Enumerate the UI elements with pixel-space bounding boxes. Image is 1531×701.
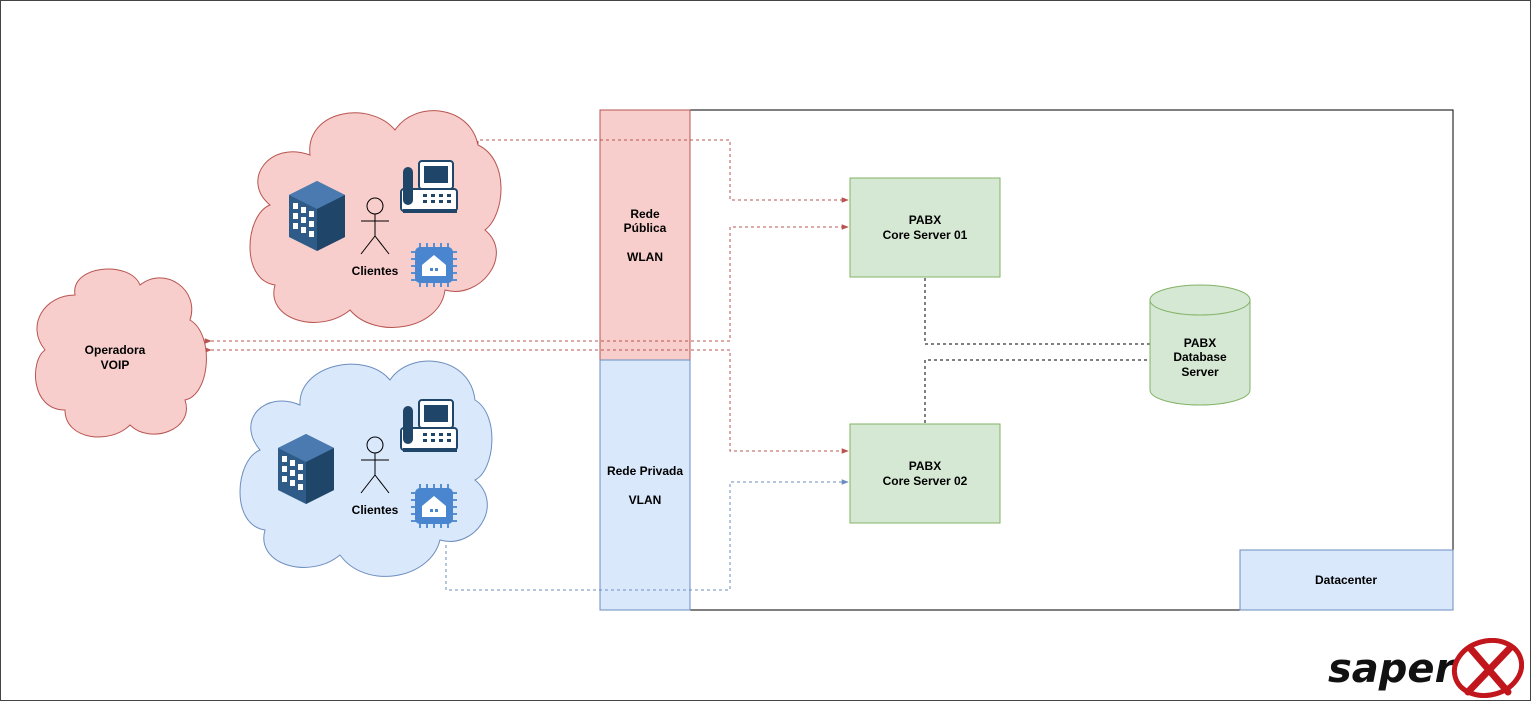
public-network: Rede Pública WLAN: [599, 109, 691, 361]
public-clients-label: Clientes: [352, 264, 399, 278]
connector-operator-core01: [204, 224, 849, 344]
datacenter-boundary: [689, 109, 1454, 611]
saper-logo: saper: [1328, 638, 1524, 698]
desk-phone-icon: [400, 399, 458, 453]
database-server-line3: Server: [1181, 365, 1219, 379]
public-network-line1: Rede: [630, 207, 660, 221]
datacenter-label-box: Datacenter: [1239, 549, 1454, 611]
public-network-line3: WLAN: [627, 250, 663, 264]
smart-home-chip-icon: [410, 483, 458, 529]
operator-voip-cloud: Operadora VOIP: [35, 268, 207, 438]
logo-text: saper: [1328, 646, 1457, 692]
connector-core02-database: [924, 359, 1150, 423]
datacenter-label: Datacenter: [1315, 573, 1377, 587]
database-server-line2: Database: [1173, 350, 1227, 364]
office-building-icon: [278, 434, 334, 504]
core-server-02-line1: PABX: [909, 459, 941, 473]
core-server-01-line2: Core Server 01: [883, 228, 968, 242]
public-network-line2: Pública: [624, 221, 667, 235]
private-network-line1: Rede Privada: [607, 464, 683, 478]
operator-line1: Operadora: [85, 343, 146, 357]
database-server: PABX Database Server: [1149, 284, 1251, 406]
smart-home-chip-icon: [410, 242, 458, 288]
connector-operator-core02: [204, 347, 849, 454]
logo-x-mark-icon: [1451, 638, 1524, 698]
connector-private-clients-core02: [445, 479, 849, 591]
core-server-01: PABX Core Server 01: [849, 177, 1001, 278]
operator-line2: VOIP: [101, 358, 130, 372]
private-network: Rede Privada VLAN: [599, 359, 691, 611]
core-server-01-line1: PABX: [909, 213, 941, 227]
connector-core01-database: [924, 278, 1150, 345]
core-server-02: PABX Core Server 02: [849, 423, 1001, 524]
public-clients-cloud: Clientes: [249, 110, 502, 328]
office-building-icon: [289, 181, 345, 251]
core-server-02-line2: Core Server 02: [883, 474, 968, 488]
database-server-line1: PABX: [1184, 336, 1216, 350]
private-clients-label: Clientes: [352, 503, 399, 517]
private-network-line2: VLAN: [629, 493, 662, 507]
private-clients-cloud: Clientes: [239, 360, 493, 577]
desk-phone-icon: [400, 160, 458, 214]
